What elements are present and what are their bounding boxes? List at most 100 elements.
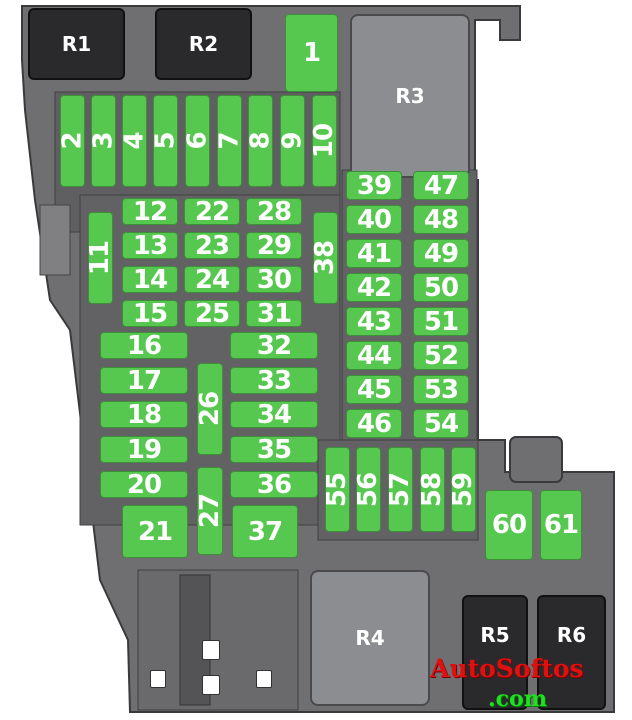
fuse-number: 24 — [194, 264, 230, 295]
fuse-26: 26 — [195, 363, 225, 455]
fuse-number: 46 — [356, 408, 392, 439]
fuse-21: 21 — [122, 505, 188, 558]
fuse-number: 32 — [256, 330, 292, 361]
fuse-15: 15 — [122, 300, 178, 327]
fuse-41: 41 — [346, 239, 402, 268]
fuse-number: 22 — [194, 196, 230, 227]
fuse-number: 21 — [137, 516, 173, 547]
fuse-51: 51 — [413, 307, 469, 336]
fuse-29: 29 — [246, 232, 302, 259]
fuse-59: 59 — [449, 447, 479, 532]
fuse-2: 2 — [57, 95, 88, 187]
fuse-number: 48 — [423, 204, 459, 235]
fuse-11: 11 — [85, 212, 116, 304]
relay-label: R1 — [61, 32, 92, 56]
fuse-number: 1 — [302, 38, 321, 68]
fuse-number: 34 — [256, 399, 292, 430]
fuse-number: 4 — [119, 132, 150, 150]
fuse-number: 54 — [423, 408, 459, 439]
fuse-24: 24 — [184, 266, 240, 293]
fuse-25: 25 — [184, 300, 240, 327]
fuse-18: 18 — [100, 401, 188, 428]
fuse-6: 6 — [182, 95, 213, 187]
fuse-39: 39 — [346, 171, 402, 200]
fuse-55: 55 — [322, 447, 353, 532]
fuse-number: 27 — [195, 493, 225, 529]
fuse-61: 61 — [540, 490, 582, 560]
fuse-10: 10 — [309, 95, 340, 187]
fuse-number: 41 — [356, 238, 392, 269]
fuse-number: 14 — [132, 264, 168, 295]
fuse-number: 37 — [247, 516, 283, 547]
fuse-58: 58 — [417, 447, 448, 532]
fuse-1: 1 — [285, 14, 338, 92]
fuse-50: 50 — [413, 273, 469, 302]
housing-slot — [256, 670, 272, 688]
fuse-16: 16 — [100, 332, 188, 359]
fuse-number: 57 — [385, 472, 416, 507]
fuse-48: 48 — [413, 205, 469, 234]
fuse-number: 29 — [256, 230, 292, 261]
fuse-number: 10 — [309, 123, 340, 159]
fuse-number: 58 — [417, 472, 448, 507]
fuse-22: 22 — [184, 198, 240, 225]
fuse-33: 33 — [230, 367, 318, 394]
fuse-number: 31 — [256, 298, 292, 329]
fuse-8: 8 — [246, 95, 276, 187]
fuse-38: 38 — [310, 212, 341, 304]
fuse-36: 36 — [230, 471, 318, 498]
relay-label: R2 — [188, 32, 219, 56]
fuse-5: 5 — [150, 95, 181, 187]
fuse-number: 2 — [57, 132, 88, 150]
fuse-number: 49 — [423, 238, 459, 269]
fuse-number: 38 — [310, 240, 341, 276]
fuse-number: 18 — [126, 399, 162, 430]
fuse-number: 20 — [126, 469, 162, 500]
housing-slot — [150, 670, 166, 688]
fuse-number: 50 — [423, 272, 459, 303]
watermark-suffix: .com — [488, 686, 548, 712]
fuse-number: 36 — [256, 469, 292, 500]
fuse-37: 37 — [232, 505, 298, 558]
fuse-9: 9 — [278, 95, 308, 187]
fuse-number: 42 — [356, 272, 392, 303]
fuse-60: 60 — [485, 490, 533, 560]
fuse-number: 13 — [132, 230, 168, 261]
fuse-28: 28 — [246, 198, 302, 225]
fuse-49: 49 — [413, 239, 469, 268]
fuse-number: 28 — [256, 196, 292, 227]
fuse-number: 26 — [195, 391, 225, 427]
fuse-45: 45 — [346, 375, 402, 404]
fuse-17: 17 — [100, 367, 188, 394]
fuse-number: 25 — [194, 298, 230, 329]
fuse-number: 15 — [132, 298, 168, 329]
fuse-number: 51 — [423, 306, 459, 337]
fuse-12: 12 — [122, 198, 178, 225]
fuse-35: 35 — [230, 436, 318, 463]
fuse-20: 20 — [100, 471, 188, 498]
relay-r4: R4 — [310, 570, 430, 706]
fuse-3: 3 — [89, 95, 119, 187]
relay-r6: R6 — [537, 595, 606, 710]
fuse-40: 40 — [346, 205, 402, 234]
relay-label: R6 — [556, 623, 587, 647]
fuse-number: 5 — [150, 132, 181, 150]
fuse-number: 60 — [491, 510, 527, 540]
fuse-44: 44 — [346, 341, 402, 370]
relay-r2: R2 — [155, 8, 252, 80]
watermark-text: AutoSoftos — [430, 654, 584, 683]
fuse-7: 7 — [215, 95, 245, 187]
housing-slot — [202, 640, 220, 660]
fuse-number: 16 — [126, 330, 162, 361]
fuse-13: 13 — [122, 232, 178, 259]
relay-label: R4 — [355, 626, 385, 650]
fuse-number: 6 — [182, 132, 213, 150]
fuse-number: 11 — [85, 240, 116, 276]
fuse-32: 32 — [230, 332, 318, 359]
fuse-number: 47 — [423, 170, 459, 201]
fuse-number: 30 — [256, 264, 292, 295]
fuse-52: 52 — [413, 341, 469, 370]
fuse-54: 54 — [413, 409, 469, 438]
fuse-number: 55 — [322, 472, 353, 507]
